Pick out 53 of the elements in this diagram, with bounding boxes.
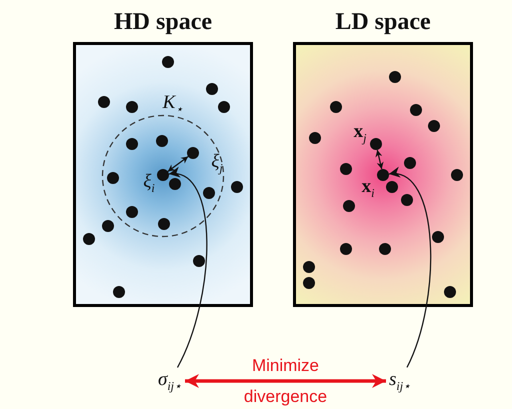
dot-icon xyxy=(231,181,243,193)
dot-icon xyxy=(218,101,230,113)
dot-icon xyxy=(428,120,440,132)
math-label: s$_{ij⋆}$ xyxy=(388,370,412,392)
dot-icon xyxy=(389,71,401,83)
dot-icon xyxy=(206,83,218,95)
dot-icon xyxy=(343,200,355,212)
dot-icon xyxy=(404,157,416,169)
math-label: K$_{⋆}$ xyxy=(162,93,184,115)
double-arrow xyxy=(375,150,384,170)
curved-arrow xyxy=(388,169,432,368)
dot-icon xyxy=(113,286,125,298)
dot-icon xyxy=(83,233,95,245)
math-label: x$_{j}$ xyxy=(354,122,366,144)
dot-icon xyxy=(126,206,138,218)
dot-icon xyxy=(203,187,215,199)
dot-icon xyxy=(126,101,138,113)
dot-icon xyxy=(193,255,205,267)
dot-icon xyxy=(303,277,315,289)
math-label: x$_{i}$ xyxy=(362,177,374,199)
curved-arrow xyxy=(168,169,208,368)
double-arrow xyxy=(167,156,189,172)
dot-icon xyxy=(451,169,463,181)
dot-icon xyxy=(157,169,169,181)
dot-icon xyxy=(98,96,110,108)
dot-icon xyxy=(379,243,391,255)
panel-title: LD space xyxy=(335,8,431,36)
dot-icon xyxy=(303,261,315,273)
panel-title: HD space xyxy=(114,8,212,36)
dot-icon xyxy=(126,138,138,150)
dot-icon xyxy=(309,132,321,144)
dot-icon xyxy=(156,135,168,147)
dot-icon xyxy=(370,138,382,150)
dot-icon xyxy=(432,231,444,243)
dot-icon xyxy=(169,178,181,190)
double-arrow xyxy=(185,374,386,388)
dot-icon xyxy=(340,243,352,255)
math-label: ξ$_{j}$ xyxy=(211,152,223,174)
math-label: ξ$_{i}$ xyxy=(143,172,155,194)
dot-icon xyxy=(410,104,422,116)
dot-icon xyxy=(340,163,352,175)
dot-icon xyxy=(377,169,389,181)
edge-label: Minimize divergence xyxy=(244,354,328,408)
dot-icon xyxy=(444,286,456,298)
dot-icon xyxy=(102,220,114,232)
dot-icon xyxy=(162,56,174,68)
dot-icon xyxy=(330,101,342,113)
dot-icon xyxy=(158,218,170,230)
dot-icon xyxy=(187,147,199,159)
dot-icon xyxy=(386,181,398,193)
dot-icon xyxy=(401,194,413,206)
math-label: σ$_{ij⋆}$ xyxy=(158,370,182,392)
dot-icon xyxy=(107,172,119,184)
